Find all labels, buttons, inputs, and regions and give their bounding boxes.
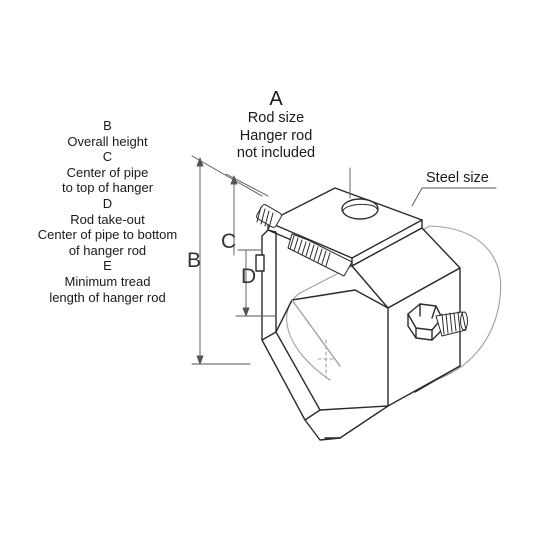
hex-nut (407, 303, 443, 341)
legend-line: D (102, 195, 113, 211)
dimension-lines (191, 155, 497, 365)
label-a: A (269, 88, 283, 110)
dimension-d-label: D (241, 265, 257, 288)
legend-line: to top of hanger (61, 180, 154, 196)
legend-line: of hanger rod (68, 242, 147, 258)
dimension-legend: B Overall height C Center of pipe to top… (20, 118, 195, 305)
legend-line: C (102, 149, 113, 165)
label-rod-size: Rod size (247, 110, 305, 126)
legend-line: Rod take-out (70, 211, 145, 227)
label-not-included: not included (236, 145, 316, 161)
dimension-b-label: B (187, 249, 202, 272)
legend-line: length of hanger rod (49, 289, 166, 305)
threaded-rod-middle (287, 233, 353, 277)
legend-line: Center of pipe (66, 164, 149, 180)
label-hanger-rod: Hanger rod (239, 127, 313, 144)
legend-line: Overall height (67, 133, 148, 149)
legend-line: E (103, 258, 112, 274)
legend-line: B (103, 118, 112, 133)
hanger-body (255, 187, 461, 441)
legend-line: Minimum tread (64, 273, 151, 289)
dimension-c-label: C (221, 230, 237, 253)
threaded-rod-right (435, 311, 468, 337)
threaded-rod-upper (256, 204, 282, 229)
steel-size-label: Steel size (426, 170, 489, 186)
legend-line: Center of pipe to bottom (37, 227, 178, 243)
rod-size-callout: A Rod size Hanger rod not included (215, 88, 337, 163)
